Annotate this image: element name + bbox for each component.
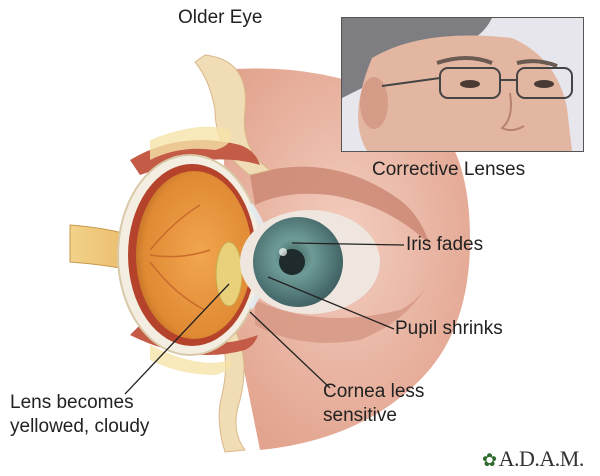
portrait-with-glasses <box>342 18 583 151</box>
diagram-title: Older Eye <box>178 6 262 30</box>
adam-logo: ✿A.D.A.M. <box>482 446 584 472</box>
logo-text: A.D.A.M. <box>499 446 584 471</box>
label-cornea: Cornea less sensitive <box>323 380 424 428</box>
label-iris: Iris fades <box>406 233 483 257</box>
corrective-lenses-inset <box>341 17 584 152</box>
lens <box>216 242 242 306</box>
leaf-icon: ✿ <box>482 450 497 470</box>
label-lens-line2: yellowed, cloudy <box>10 415 149 439</box>
inset-caption: Corrective Lenses <box>372 158 525 182</box>
label-cornea-line2: sensitive <box>323 404 424 428</box>
label-lens-line1: Lens becomes <box>10 391 149 415</box>
label-cornea-line1: Cornea less <box>323 380 424 404</box>
label-lens: Lens becomes yellowed, cloudy <box>10 391 149 439</box>
label-pupil: Pupil shrinks <box>395 317 503 341</box>
